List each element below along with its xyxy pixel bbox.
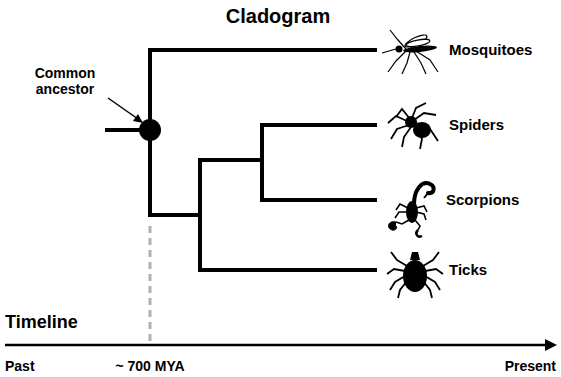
spider-scorpion-branch xyxy=(200,158,262,162)
scorpion-branch xyxy=(262,198,375,202)
spider-icon xyxy=(388,103,438,149)
arachnid-split xyxy=(198,160,202,270)
axis-title: Timeline xyxy=(5,312,78,333)
time-marker xyxy=(149,226,152,343)
diagram-title: Cladogram xyxy=(226,5,330,28)
tick-icon xyxy=(387,252,443,298)
spider-branch xyxy=(262,123,375,127)
mosquito-branch xyxy=(150,48,375,52)
axis-tick-label: ~ 700 MYA xyxy=(115,358,184,374)
taxon-label: Spiders xyxy=(449,116,504,133)
taxon-label: Ticks xyxy=(449,261,487,278)
axis-tick-label: Past xyxy=(5,358,35,374)
ancestor-pointer xyxy=(108,98,143,123)
tick-branch xyxy=(200,268,375,272)
timeline-axis xyxy=(5,339,557,351)
axis-tick-label: Present xyxy=(505,358,556,374)
mosquito-icon xyxy=(382,30,438,74)
scorpion-icon xyxy=(389,183,434,236)
taxon-label: Mosquitoes xyxy=(449,41,532,58)
arachnid-branch xyxy=(150,213,200,217)
taxon-label: Scorpions xyxy=(446,191,519,208)
ancestor-label: Common ancestor xyxy=(23,65,107,97)
tree-branches xyxy=(107,50,375,270)
spider-scorpion-split xyxy=(260,125,264,200)
